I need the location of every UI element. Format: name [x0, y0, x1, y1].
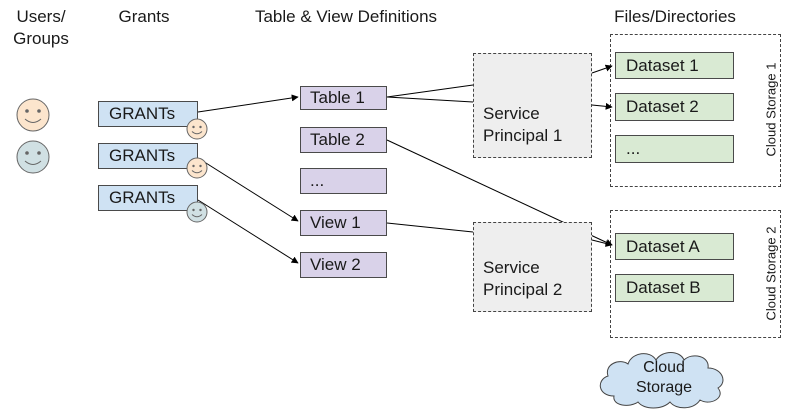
dataset-2-box: Dataset 2	[615, 93, 734, 121]
arrow-grant3-to-view2	[197, 199, 299, 264]
dataset-a-box: Dataset A	[615, 233, 734, 260]
arrow-grant1-to-table1	[197, 94, 299, 113]
service-principal-1-label: Service Principal 1	[483, 104, 563, 145]
header-files-directories: Files/Directories	[614, 7, 736, 26]
line-table1-to-sp1	[386, 96, 474, 103]
arrow-sp1-to-dataset1	[591, 64, 613, 74]
table-1-box: Table 1	[300, 86, 387, 110]
service-principal-2: Service Principal 2	[473, 222, 592, 312]
arrow-sp1-to-dataset2	[591, 102, 613, 110]
cloud-storage-label: Cloud Storage	[635, 359, 693, 396]
group-icon-small	[186, 201, 208, 223]
header-definitions: Table & View Definitions	[254, 7, 438, 26]
header-grants: Grants	[118, 7, 170, 26]
dataset-b-box: Dataset B	[615, 274, 734, 302]
dataset-1-box: Dataset 1	[615, 52, 734, 79]
more-datasets-box: ...	[615, 135, 734, 163]
service-principal-2-label: Service Principal 2	[483, 258, 563, 299]
grant-box-3: GRANTs	[98, 185, 198, 211]
user-icon-small	[186, 157, 208, 179]
arrow-sp2-to-datasetA	[591, 239, 613, 247]
line-view1-to-sp2	[386, 222, 474, 233]
cloud-storage-icon	[599, 352, 724, 409]
line-table1-to-sp1-top	[386, 84, 474, 98]
user-icon	[16, 98, 50, 132]
arrow-grant2-to-view1	[197, 157, 299, 222]
grant-box-2: GRANTs	[98, 143, 198, 169]
grant-box-1: GRANTs	[98, 101, 198, 127]
group-icon	[16, 140, 50, 174]
view-1-box: View 1	[300, 210, 387, 236]
more-tables-box: ...	[300, 168, 387, 194]
user-icon-small	[186, 118, 208, 140]
header-users-groups: Users/ Groups	[13, 7, 69, 48]
table-2-box: Table 2	[300, 127, 387, 153]
view-2-box: View 2	[300, 252, 387, 278]
service-principal-1: Service Principal 1	[473, 53, 592, 158]
